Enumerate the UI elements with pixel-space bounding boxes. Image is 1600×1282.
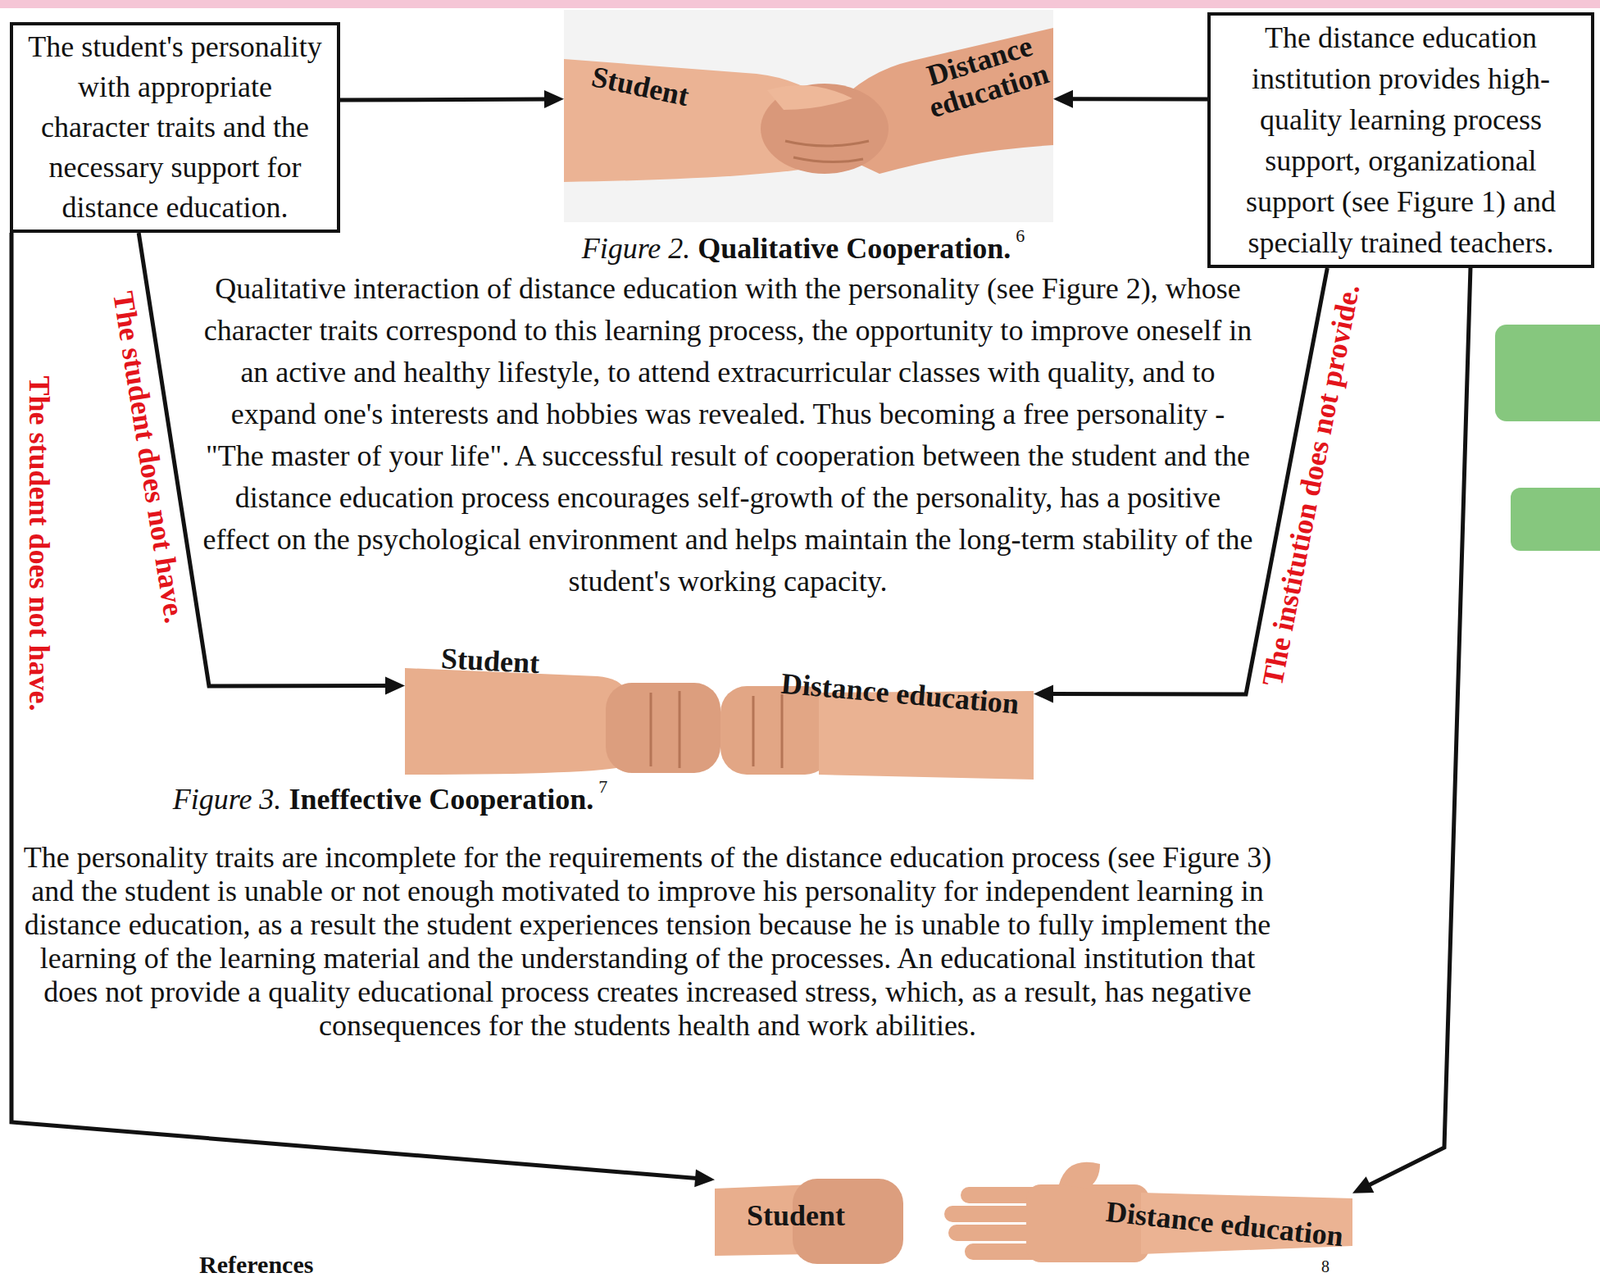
photo-caption: Student bbox=[588, 61, 691, 113]
footnote-number: 8 bbox=[1321, 1257, 1330, 1276]
photo-caption: Distance education bbox=[779, 668, 1020, 720]
photo-caption: Distance education bbox=[1104, 1196, 1345, 1253]
arrowhead bbox=[694, 1168, 715, 1187]
photo-panel: Student Distance education bbox=[563, 9, 1054, 223]
fist-palm-photo bbox=[714, 1162, 1353, 1264]
box-text: The student's personality with appropria… bbox=[22, 27, 328, 228]
connector-line bbox=[1071, 96, 1208, 101]
footnote-number: 6 bbox=[1015, 225, 1025, 246]
edge-label: The student does not have. bbox=[105, 286, 191, 629]
caption-text: Ineffective Cooperation. bbox=[288, 782, 594, 817]
figure-caption: Figure 3.Ineffective Cooperation.7 bbox=[172, 782, 609, 817]
body-paragraph: Qualitative interaction of distance educ… bbox=[199, 268, 1257, 603]
photo-panel: Student Distance education bbox=[714, 1147, 1353, 1282]
text-box: The distance education institution provi… bbox=[1207, 12, 1595, 269]
text-box: The student's personality with appropria… bbox=[9, 22, 341, 233]
connector bbox=[1053, 90, 1208, 109]
finger-line bbox=[753, 694, 782, 769]
top-band bbox=[0, 0, 1600, 9]
edge-label: The student does not have. bbox=[22, 372, 55, 714]
fist bbox=[605, 682, 721, 773]
photo-panel: StudentDistance education bbox=[404, 643, 1034, 780]
caption-text: Figure 2. bbox=[581, 231, 691, 266]
arrowhead bbox=[1053, 90, 1073, 109]
section-heading: References bbox=[199, 1250, 314, 1278]
figure-caption: Figure 2.Qualitative Cooperation.6 bbox=[581, 231, 1026, 266]
finger-line bbox=[650, 690, 680, 769]
arrowhead bbox=[385, 677, 405, 696]
side-panel bbox=[1510, 487, 1600, 551]
hand bbox=[760, 83, 889, 174]
arm bbox=[404, 668, 627, 775]
photo-caption: Student bbox=[440, 643, 541, 680]
connector-line bbox=[1368, 268, 1471, 1186]
connector-line bbox=[340, 99, 546, 100]
box-text: The distance education institution provi… bbox=[1218, 17, 1583, 264]
photo-caption: Distance education bbox=[914, 27, 1055, 125]
handshake-photo bbox=[563, 9, 1054, 223]
footnote-number: 7 bbox=[598, 776, 608, 797]
connector bbox=[340, 90, 564, 109]
caption-text: Qualitative Cooperation. bbox=[697, 231, 1011, 266]
fist-bump-photo bbox=[404, 668, 1034, 780]
photo-ground bbox=[563, 9, 1054, 223]
thumb bbox=[767, 85, 853, 110]
thumb bbox=[1059, 1162, 1100, 1189]
caption-text: Figure 3. bbox=[172, 782, 282, 817]
side-panel bbox=[1495, 324, 1600, 422]
body-paragraph: The personality traits are incomplete fo… bbox=[16, 840, 1279, 1043]
arrowhead bbox=[1033, 684, 1054, 703]
connector bbox=[1352, 268, 1471, 1194]
photo-caption: Student bbox=[746, 1200, 846, 1232]
arrowhead bbox=[544, 90, 564, 109]
finger-line bbox=[785, 140, 869, 163]
